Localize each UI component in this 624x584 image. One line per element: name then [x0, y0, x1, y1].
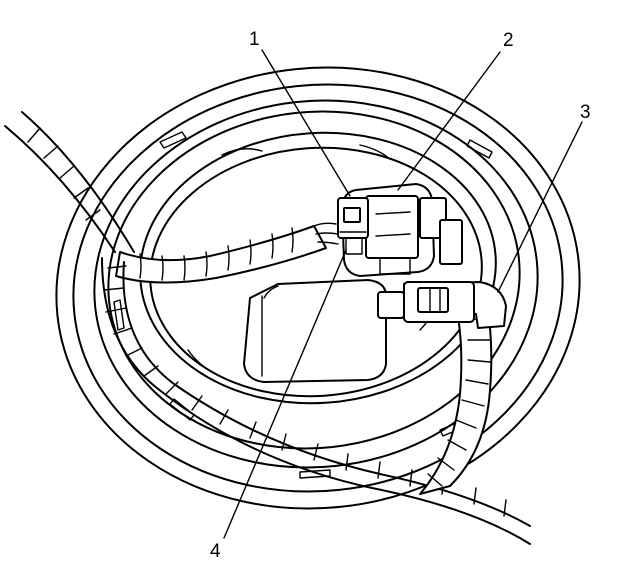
harness-cable-upper — [115, 222, 339, 284]
connector-3-elbow — [403, 281, 507, 329]
callout-3: 3 — [580, 102, 591, 123]
connector-1-small — [337, 197, 369, 255]
tank-flange-rings — [55, 66, 581, 510]
leader-line-3 — [497, 121, 583, 293]
callout-1: 1 — [249, 29, 260, 50]
callout-2: 2 — [503, 30, 514, 51]
sender-housing — [243, 279, 405, 383]
leader-lines — [223, 49, 583, 539]
leader-line-4 — [223, 249, 347, 539]
leader-line-1 — [261, 49, 351, 197]
callout-4: 4 — [210, 541, 221, 562]
leader-line-2 — [397, 51, 501, 191]
harness-cable-outer — [4, 111, 531, 545]
